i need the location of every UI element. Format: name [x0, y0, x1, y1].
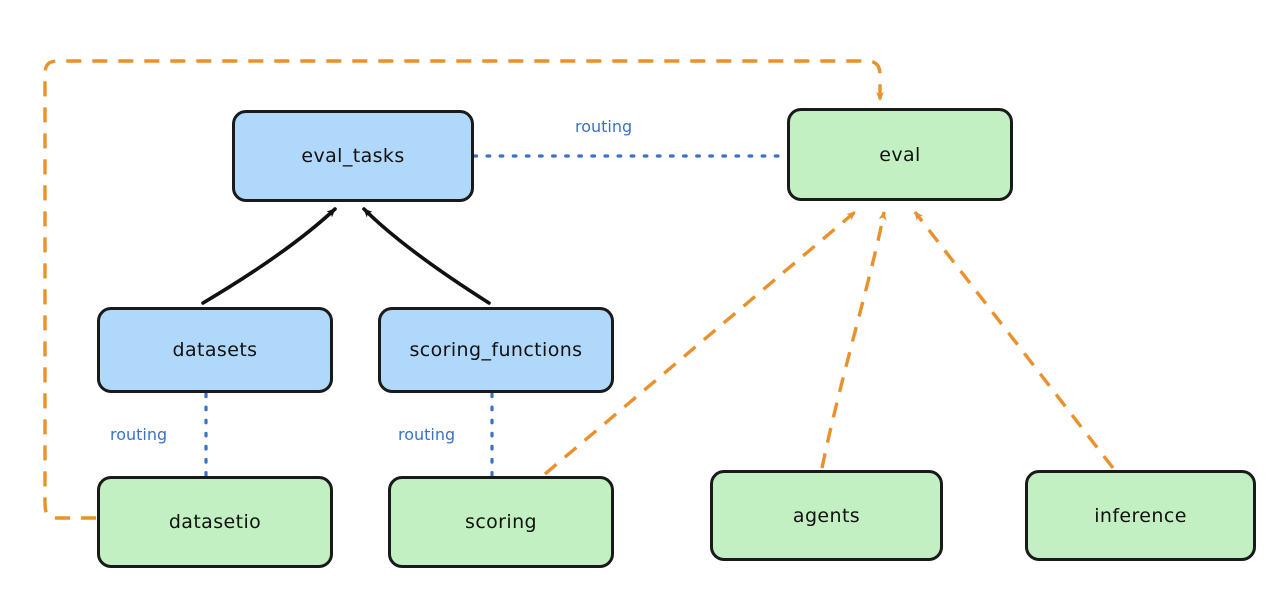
- edge-inference-to-eval: [913, 210, 1115, 470]
- node-datasetio[interactable]: datasetio: [97, 476, 333, 568]
- node-scoring[interactable]: scoring: [388, 476, 614, 568]
- edge-label-routing-middle: routing: [398, 425, 456, 444]
- edge-scoring-functions-to-eval-tasks: [362, 207, 491, 305]
- node-label-scoring: scoring: [465, 511, 537, 533]
- node-scoring-functions[interactable]: scoring_functions: [378, 307, 614, 393]
- node-agents[interactable]: agents: [710, 470, 943, 561]
- edge-datasetio-to-eval: [43, 59, 884, 520]
- node-eval[interactable]: eval: [787, 108, 1013, 201]
- edge-datasets-to-eval-tasks: [201, 207, 337, 305]
- edge-agents-to-eval: [820, 211, 887, 469]
- edge-label-routing-top: routing: [575, 117, 633, 136]
- node-label-scoring-functions: scoring_functions: [409, 339, 583, 361]
- edge-label-routing-left: routing: [110, 425, 168, 444]
- node-label-agents: agents: [792, 504, 861, 527]
- edge-scoring-to-eval: [543, 210, 857, 476]
- node-label-eval-tasks: eval_tasks: [301, 145, 405, 167]
- node-label-datasetio: datasetio: [168, 511, 262, 533]
- node-datasets[interactable]: datasets: [97, 307, 333, 393]
- node-eval-tasks[interactable]: eval_tasks: [232, 110, 474, 202]
- node-inference[interactable]: inference: [1025, 470, 1256, 561]
- node-label-datasets: datasets: [172, 339, 258, 361]
- node-label-eval: eval: [879, 143, 921, 166]
- node-label-inference: inference: [1094, 504, 1187, 527]
